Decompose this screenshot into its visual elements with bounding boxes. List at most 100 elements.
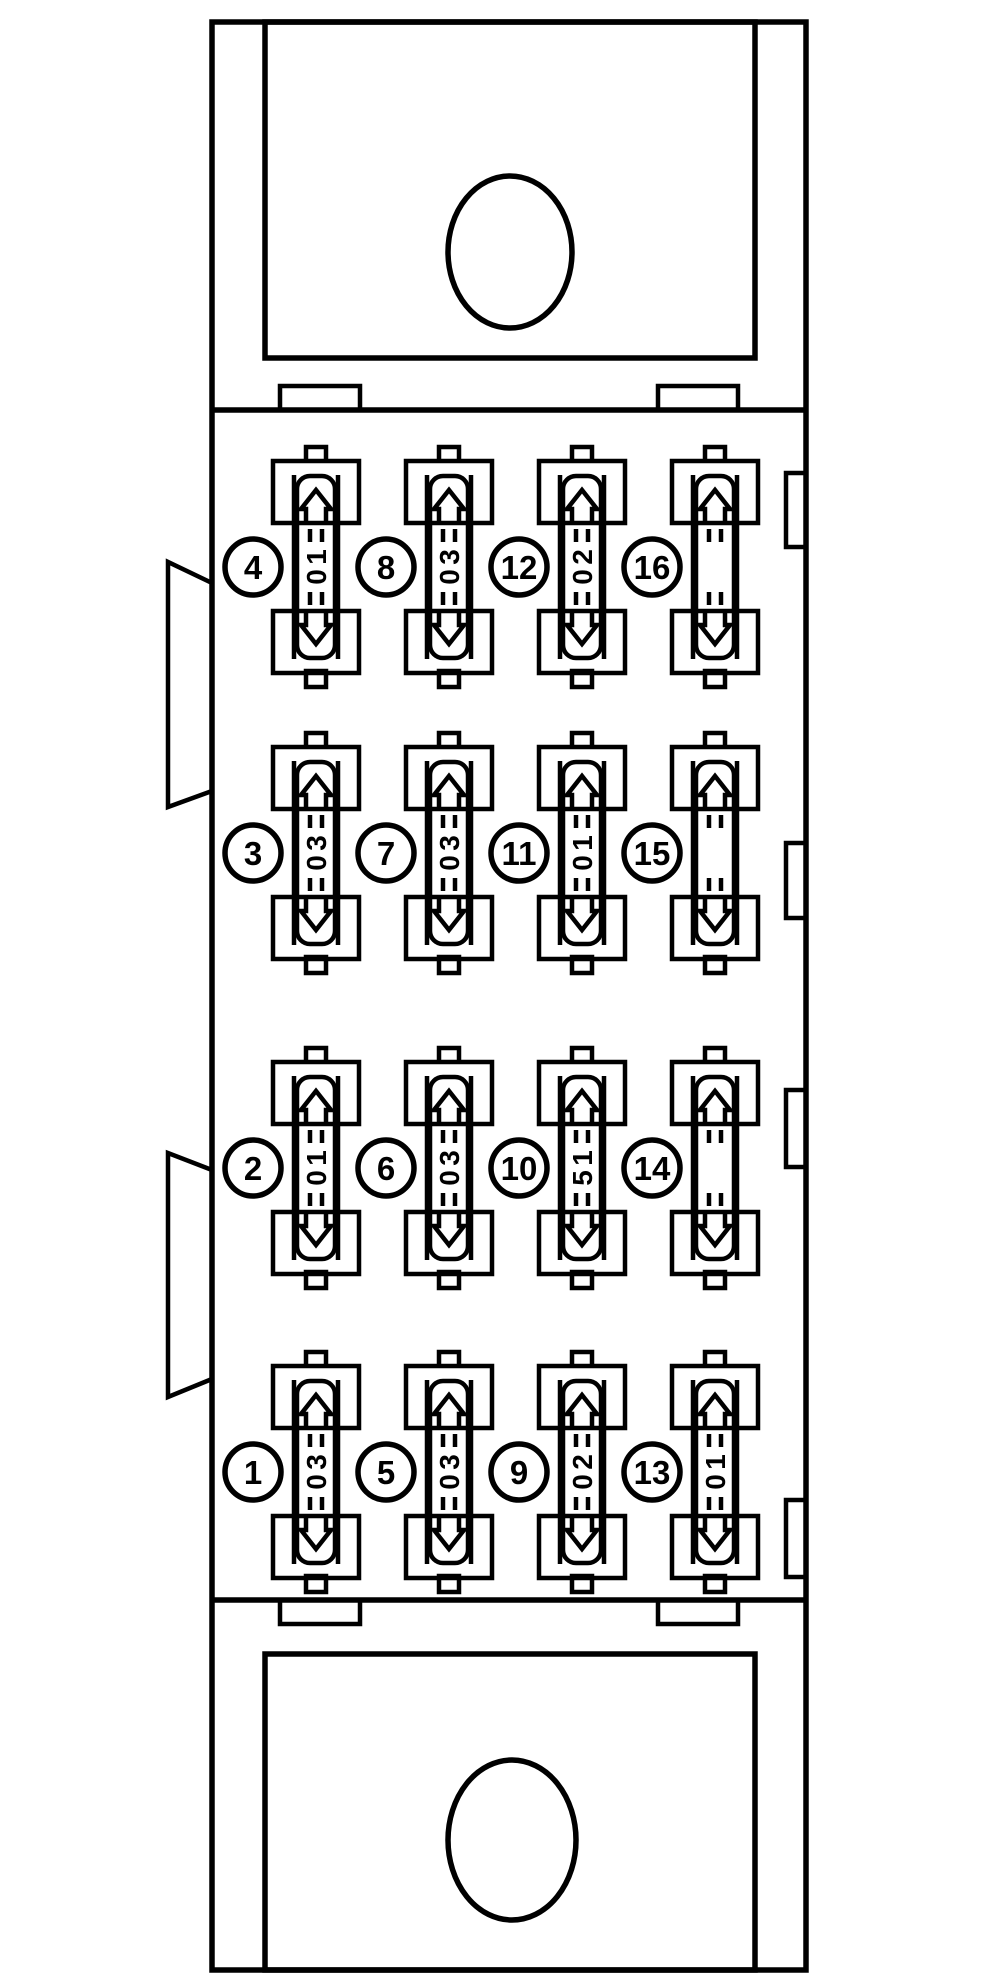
fuse-amp-digit: 0 — [434, 1170, 465, 1186]
down-arrow-icon — [562, 1514, 602, 1553]
up-arrow-icon — [296, 1087, 336, 1126]
fuse-top-cap — [403, 1363, 495, 1431]
fuse-body — [560, 759, 604, 947]
fuse-number: 11 — [502, 835, 537, 872]
fuse-bottom-pin — [436, 1573, 462, 1595]
fuse-number: 1 — [244, 1454, 262, 1491]
fuse-amp-digit: 0 — [301, 1474, 332, 1490]
fuse-number: 13 — [634, 1454, 671, 1491]
up-arrow-icon — [562, 1087, 602, 1126]
fuse-unit-2: 10 — [270, 1045, 362, 1291]
fuse-number: 16 — [634, 549, 671, 586]
fuse-number: 14 — [634, 1150, 671, 1187]
fuse-label-circle — [222, 536, 284, 598]
top-cover-plate — [262, 19, 758, 361]
fuse-amp-digit: 3 — [434, 1454, 465, 1470]
down-arrow-icon — [429, 1514, 469, 1553]
fuse-number: 2 — [244, 1150, 262, 1187]
left-bracket-upper — [165, 558, 213, 811]
up-arrow-icon — [695, 1391, 735, 1430]
fuse-bottom-pin — [569, 954, 595, 976]
fuse-bottom-pin — [303, 1573, 329, 1595]
fuse-body — [427, 1378, 471, 1566]
up-arrow-icon — [296, 1391, 336, 1430]
fuse-amp-digit: 0 — [567, 855, 598, 871]
fuse-label-circle — [222, 822, 284, 884]
fuse-amp-digit: 3 — [434, 1150, 465, 1166]
fuse-amp-digit: 2 — [567, 1454, 598, 1470]
fuse-number: 7 — [377, 835, 395, 872]
fuse-label-circle — [222, 1137, 284, 1199]
up-arrow-icon — [562, 772, 602, 811]
fuse-label-circle — [621, 1137, 683, 1199]
fuse-number: 8 — [377, 549, 395, 586]
up-arrow-icon — [429, 1391, 469, 1430]
fuse-amp-digit: 5 — [567, 1170, 598, 1186]
fuse-label-circle — [222, 1441, 284, 1503]
bottom-right-clip-tab — [655, 1597, 741, 1627]
bottom-left-clip-tab — [277, 1597, 363, 1627]
up-arrow-icon — [695, 772, 735, 811]
fuse-amp-digit: 0 — [567, 569, 598, 585]
fuse-bottom-pin — [702, 1269, 728, 1291]
fuse-label-circle — [488, 1441, 550, 1503]
up-arrow-icon — [429, 772, 469, 811]
fuse-unit-11: 10 — [536, 730, 628, 976]
top-left-clip-tab — [277, 383, 363, 413]
fuse-body — [427, 759, 471, 947]
fuse-unit-5: 30 — [403, 1349, 495, 1595]
fuse-unit-14 — [669, 1045, 761, 1291]
fuse-body — [294, 759, 338, 947]
up-arrow-icon — [562, 1391, 602, 1430]
down-arrow-icon — [429, 609, 469, 648]
up-arrow-icon — [562, 486, 602, 525]
fuse-unit-3: 30 — [270, 730, 362, 976]
fuse-bottom-pin — [436, 668, 462, 690]
down-arrow-icon — [296, 1210, 336, 1249]
top-mounting-hole — [445, 173, 575, 331]
fuse-amp-digit: 1 — [700, 1454, 731, 1470]
fuse-amp-digit: 0 — [301, 855, 332, 871]
right-retainer-tab-2 — [783, 840, 809, 921]
fuse-amp-digit: 0 — [301, 1170, 332, 1186]
fuse-number: 6 — [377, 1150, 395, 1187]
down-arrow-icon — [695, 1210, 735, 1249]
down-arrow-icon — [296, 1514, 336, 1553]
fuse-number: 10 — [501, 1150, 538, 1187]
fuse-body — [427, 473, 471, 661]
fuse-unit-10: 15 — [536, 1045, 628, 1291]
fuse-bottom-pin — [702, 668, 728, 690]
fuse-label-circle — [355, 536, 417, 598]
fuse-unit-8: 30 — [403, 444, 495, 690]
bottom-cover-plate — [262, 1651, 758, 1973]
fuse-amp-digit: 0 — [434, 1474, 465, 1490]
left-bracket-lower — [165, 1149, 213, 1401]
fuse-amp-digit: 3 — [434, 835, 465, 851]
fuse-number: 9 — [510, 1454, 528, 1491]
fuse-amp-digit: 0 — [434, 855, 465, 871]
right-retainer-tab-4 — [783, 1497, 809, 1580]
fuse-body — [294, 473, 338, 661]
up-arrow-icon — [296, 772, 336, 811]
fuse-body — [560, 1378, 604, 1566]
down-arrow-icon — [695, 1514, 735, 1553]
fuse-unit-12: 20 — [536, 444, 628, 690]
fuse-label-circle — [488, 1137, 550, 1199]
fuse-label-circle — [621, 1441, 683, 1503]
fuse-body — [693, 1074, 737, 1262]
fuse-bottom-pin — [702, 954, 728, 976]
fuse-number: 4 — [244, 549, 263, 586]
fuse-unit-13: 10 — [669, 1349, 761, 1595]
fuse-number: 15 — [634, 835, 671, 872]
fuse-body — [294, 1074, 338, 1262]
fuse-amp-digit: 0 — [700, 1474, 731, 1490]
fuse-top-cap — [669, 744, 761, 812]
right-retainer-tab-1 — [783, 470, 809, 550]
fuse-unit-1: 30 — [270, 1349, 362, 1595]
fuse-top-cap — [403, 458, 495, 526]
fuse-amp-digit: 0 — [567, 1474, 598, 1490]
fuse-amp-digit: 1 — [301, 1150, 332, 1166]
fuse-bottom-pin — [303, 1269, 329, 1291]
